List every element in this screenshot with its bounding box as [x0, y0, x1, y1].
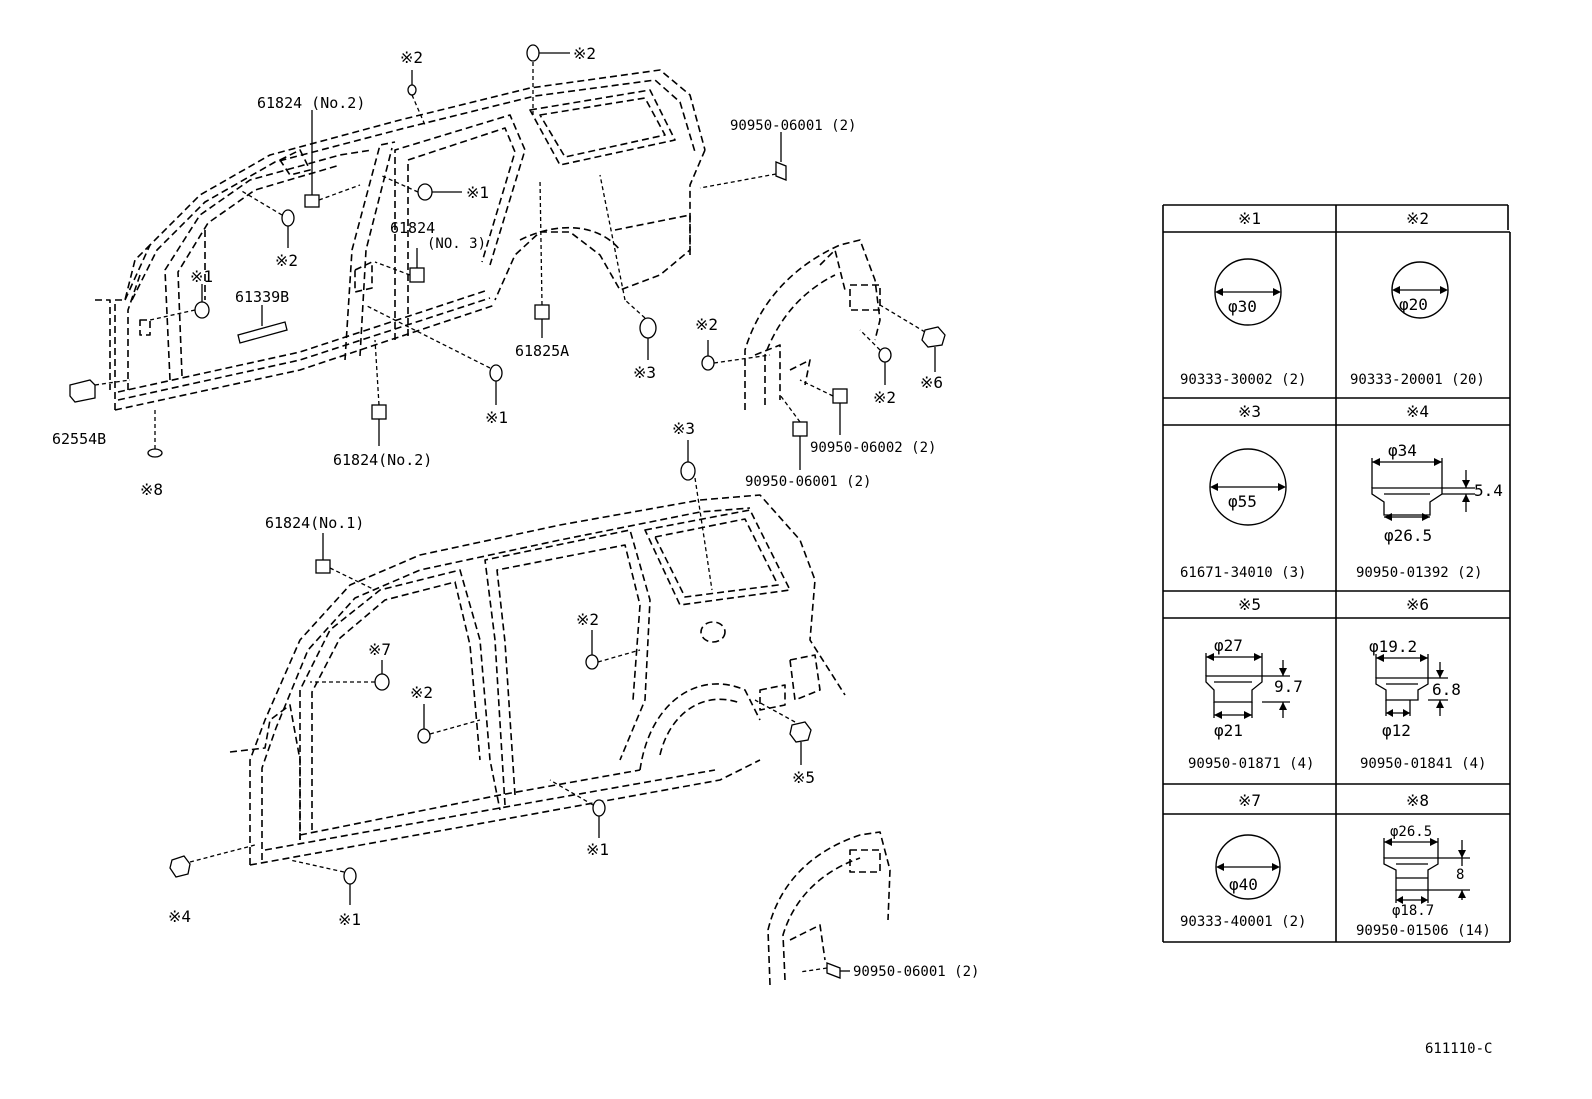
callout-61824-no3: 61824 [390, 219, 435, 237]
callout-m1-front: ※1 [190, 267, 213, 286]
legend-mark-5: ※5 [1238, 595, 1261, 614]
legend-dim-6-0: φ19.2 [1369, 637, 1417, 656]
upper-inner-body-panel [95, 69, 706, 411]
callout-90950-06002: 90950-06002 (2) [810, 440, 936, 456]
legend-dim-4-2: φ26.5 [1384, 526, 1432, 545]
legend-dim-2-0: φ20 [1399, 295, 1428, 314]
callout-90950-06001-bottom: 90950-06001 (2) [853, 964, 979, 980]
legend-mark-8: ※8 [1406, 791, 1429, 810]
callout-61824-no2-bottom: 61824(No.2) [333, 451, 432, 469]
upper-parts [69, 44, 787, 458]
legend-dim-1-0: φ30 [1228, 297, 1257, 316]
legend-dim-5-0: φ27 [1214, 636, 1243, 655]
legend-mark-4: ※4 [1406, 402, 1429, 421]
callout-m2-upper: ※2 [275, 251, 298, 270]
legend-part-6: 90950-01841 (4) [1360, 756, 1486, 772]
legend-dim-4-1: 5.4 [1474, 481, 1503, 500]
callout-m1-bottom-right: ※1 [586, 840, 609, 859]
legend-part-8: 90950-01506 (14) [1356, 923, 1491, 939]
callout-m7: ※7 [368, 640, 391, 659]
callout-m1-bottom: ※1 [338, 910, 361, 929]
callout-m2-door: ※2 [576, 610, 599, 629]
legend-dim-6-2: φ12 [1382, 721, 1411, 740]
callout-m5: ※5 [792, 768, 815, 787]
legend-mark-2: ※2 [1406, 209, 1429, 228]
legend-part-1: 90333-30002 (2) [1180, 372, 1306, 388]
legend-part-5: 90950-01871 (4) [1188, 756, 1314, 772]
figure-code: 611110-C [1425, 1041, 1492, 1057]
legend-dim-8-2: φ18.7 [1392, 903, 1434, 919]
callout-61824-no1: 61824(No.1) [265, 514, 364, 532]
legend-mark-1: ※1 [1238, 209, 1261, 228]
callout-m3-upper: ※3 [633, 363, 656, 382]
legend-dim-4-0: φ34 [1388, 441, 1417, 460]
callout-m1-pillar: ※1 [466, 183, 489, 202]
legend-dim-7-0: φ40 [1229, 875, 1258, 894]
legend-dim-5-2: φ21 [1214, 721, 1243, 740]
legend-dim-5-1: 9.7 [1274, 677, 1303, 696]
callout-61339b: 61339B [235, 288, 289, 306]
legend-part-3: 61671-34010 (3) [1180, 565, 1306, 581]
legend-table: ※1 φ30 90333-30002 (2) ※2 φ20 90333-2000… [1162, 204, 1511, 943]
legend-dim-8-1: 8 [1456, 867, 1464, 883]
callout-m3-lower: ※3 [672, 419, 695, 438]
callout-m4: ※4 [168, 907, 191, 926]
lower-parts [169, 440, 812, 905]
callout-m2-roof: ※2 [573, 44, 596, 63]
wheel-housing-upper [744, 239, 881, 410]
wheel-housing-parts [701, 304, 946, 470]
legend-mark-3: ※3 [1238, 402, 1261, 421]
legend-dim-8-0: φ26.5 [1390, 824, 1432, 840]
wheel-housing-lower [767, 831, 891, 986]
callout-m6: ※6 [920, 373, 943, 392]
callout-m8: ※8 [140, 480, 163, 499]
callout-m2-wheel-right: ※2 [873, 388, 896, 407]
legend-mark-7: ※7 [1238, 791, 1261, 810]
callout-90950-06001-top: 90950-06001 (2) [730, 118, 856, 134]
legend-mark-6: ※6 [1406, 595, 1429, 614]
legend-dim-3-0: φ55 [1228, 492, 1257, 511]
callout-m2-wheel-left: ※2 [695, 315, 718, 334]
callout-labels: ※2 ※2 61824 (No.2) 90950-06001 (2) ※1 61… [52, 44, 1492, 1057]
legend-part-2: 90333-20001 (20) [1350, 372, 1485, 388]
callout-m1-sill: ※1 [485, 408, 508, 427]
lower-outer-body-panel [229, 494, 846, 866]
callout-m2-top: ※2 [400, 48, 423, 67]
callout-m2-center: ※2 [410, 683, 433, 702]
callout-62554b: 62554B [52, 430, 106, 448]
callout-90950-06001-mid: 90950-06001 (2) [745, 474, 871, 490]
callout-61824-no2-top: 61824 (No.2) [257, 94, 365, 112]
callout-61825a: 61825A [515, 342, 569, 360]
legend-part-4: 90950-01392 (2) [1356, 565, 1482, 581]
legend-dim-6-1: 6.8 [1432, 680, 1461, 699]
legend-part-7: 90333-40001 (2) [1180, 914, 1306, 930]
callout-61824-no3-sub: (NO. 3) [427, 236, 486, 252]
